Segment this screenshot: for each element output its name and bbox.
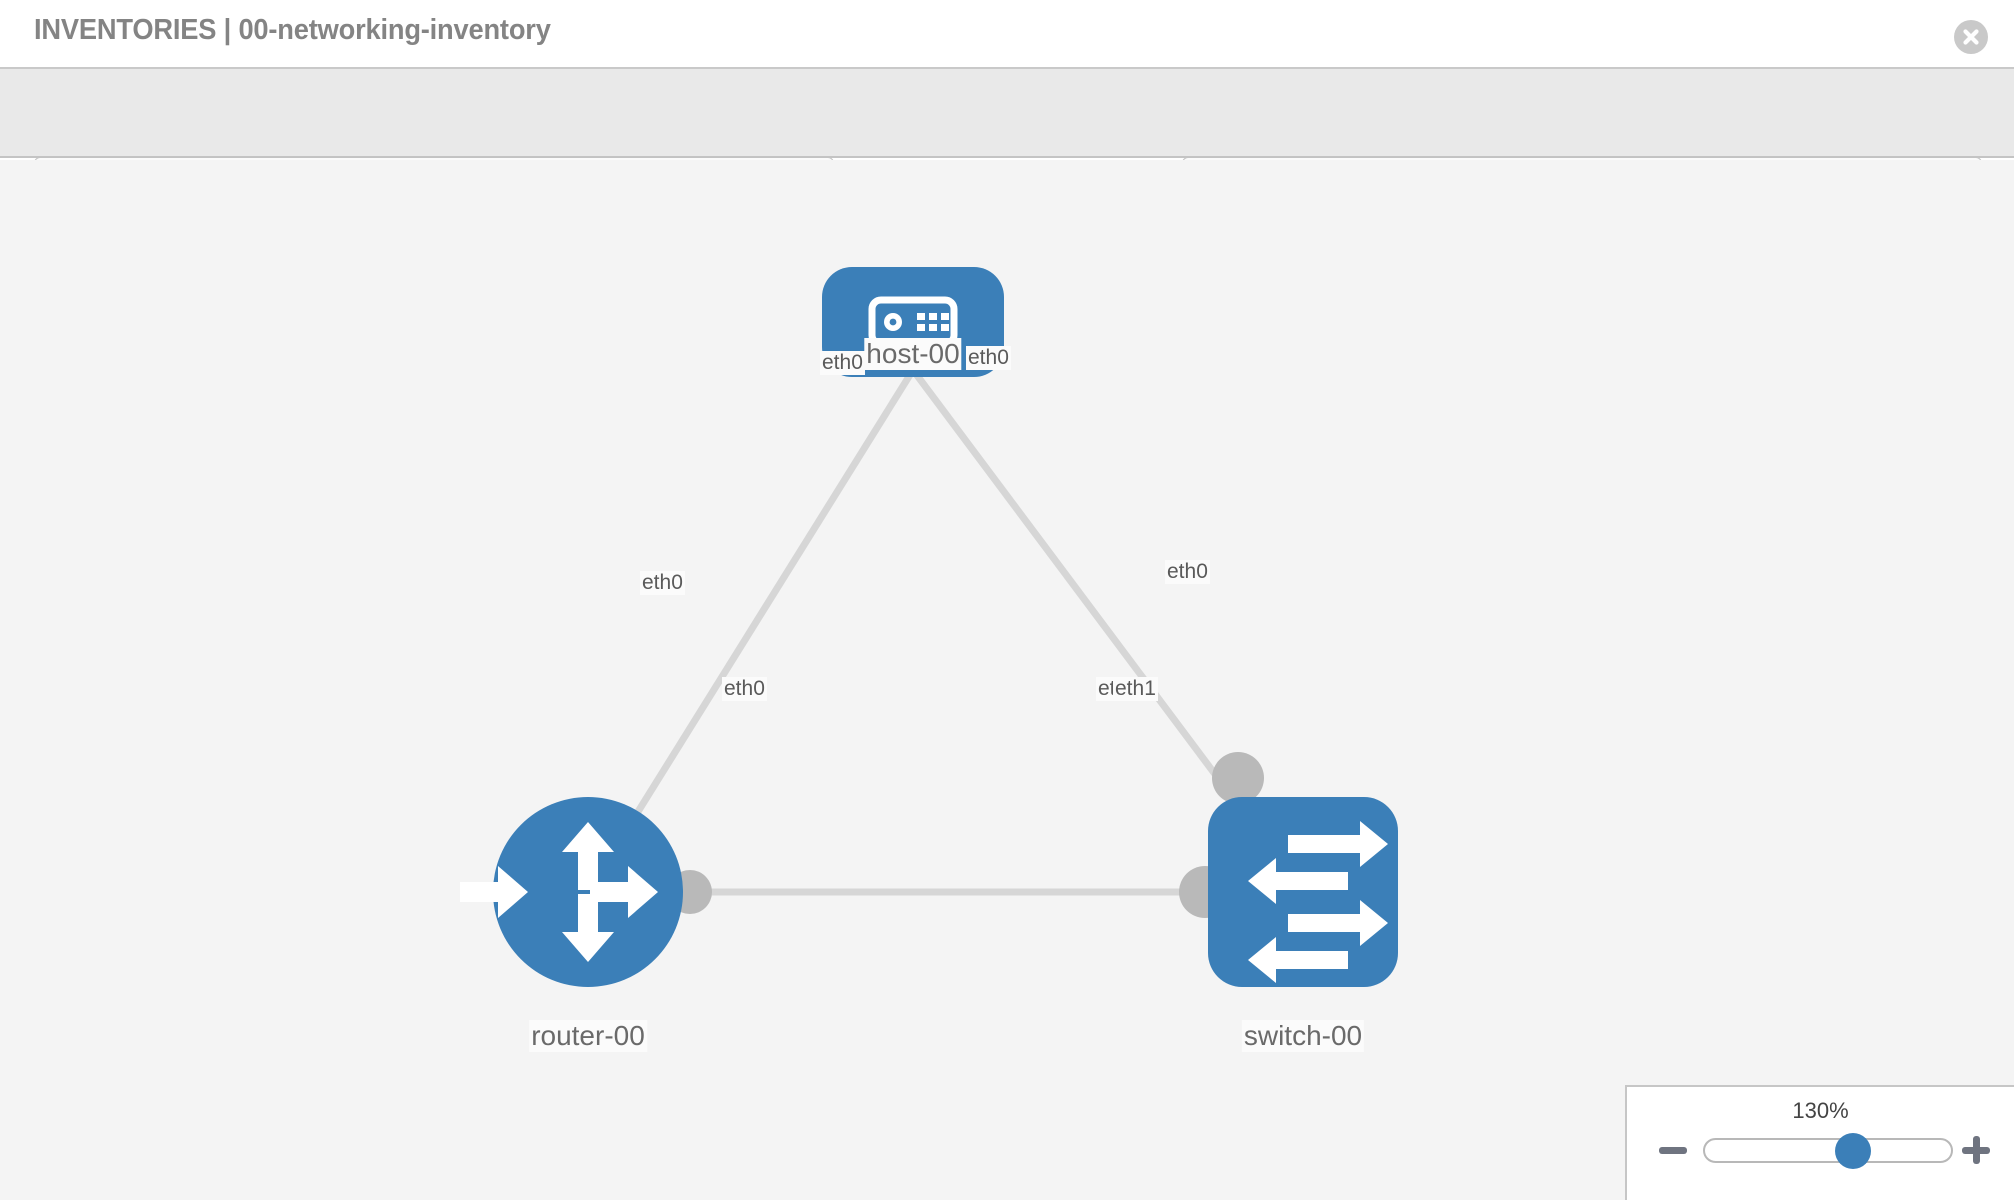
switch-arrows-icon bbox=[1248, 821, 1388, 983]
link-label-router-eth0-right: eth0 bbox=[722, 677, 767, 701]
node-label-host-00: host-00 bbox=[864, 338, 962, 370]
node-label-switch-00: switch-00 bbox=[1241, 1020, 1365, 1052]
zoom-in-button[interactable] bbox=[1959, 1133, 1993, 1167]
link-label-switch-eth1: eth1 bbox=[1113, 677, 1158, 701]
page-header: INVENTORIES | 00-networking-inventory bbox=[0, 0, 2014, 69]
close-icon[interactable] bbox=[1954, 20, 1988, 54]
zoom-control-panel: 130% bbox=[1625, 1085, 2014, 1200]
link-endpoints-layer bbox=[668, 304, 1264, 918]
link-label-host-eth0-right: eth0 bbox=[966, 346, 1011, 370]
links-layer bbox=[585, 367, 1306, 896]
link-label-host-eth0-left: eth0 bbox=[820, 351, 865, 375]
router-arrows-icon bbox=[460, 822, 658, 962]
zoom-level-label: 130% bbox=[1792, 1098, 1849, 1123]
link-host-router bbox=[585, 368, 916, 894]
zoom-slider-track[interactable] bbox=[1703, 1132, 1953, 1169]
node-switch-00 bbox=[1208, 797, 1398, 987]
link-label-router-eth0-up: eth0 bbox=[640, 571, 685, 595]
node-label-router-00: router-00 bbox=[529, 1020, 647, 1052]
zoom-slider-thumb[interactable] bbox=[1834, 1132, 1871, 1169]
endpoint-switch-top bbox=[1212, 752, 1264, 804]
topology-graph bbox=[460, 267, 1398, 987]
node-router-00 bbox=[460, 797, 683, 987]
zoom-out-button[interactable] bbox=[1656, 1133, 1690, 1167]
topology-canvas[interactable]: host-00 router-00 switch-00 eth0 eth0 et… bbox=[0, 160, 2014, 1200]
page-title: INVENTORIES | 00-networking-inventory bbox=[34, 14, 551, 46]
toolbar: ACTIONS SEARCH bbox=[0, 69, 2014, 209]
link-label-switch-eth0-up: eth0 bbox=[1165, 560, 1210, 584]
